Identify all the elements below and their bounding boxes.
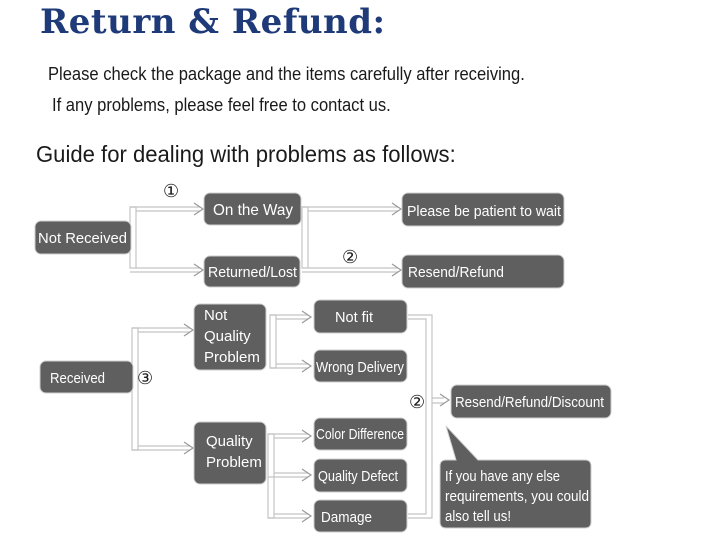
arrowhead-patient — [391, 202, 403, 216]
label-not-fit: Not fit — [335, 309, 374, 326]
box-on-the-way — [203, 192, 302, 226]
label-quality-2: Problem — [206, 454, 262, 471]
arrowhead-quality — [183, 441, 195, 455]
callout-line-1: If you have any else — [445, 468, 560, 485]
connectors — [129, 206, 444, 519]
label-quality-1: Quality — [206, 433, 253, 450]
label-not-received: Not Received — [38, 230, 127, 247]
arrowhead-on-the-way — [193, 202, 205, 216]
arrowhead-damage — [301, 509, 313, 523]
label-resend-refund: Resend/Refund — [408, 264, 504, 281]
connector-to-color-difference — [268, 433, 308, 439]
label-on-the-way: On the Way — [213, 202, 293, 219]
box-resend-refund-discount — [450, 384, 612, 419]
connector-to-damage — [268, 513, 308, 519]
connector-not-received-to-on-the-way — [130, 206, 200, 212]
connector-trunk-top — [301, 206, 309, 269]
label-not-quality-1: Not — [204, 307, 228, 324]
arrowhead-resend-refund — [391, 263, 403, 277]
box-quality-defect — [313, 458, 408, 493]
connector-to-not-fit — [270, 314, 308, 320]
connector-on-the-way-to-patient — [302, 206, 398, 212]
box-quality-problem — [193, 421, 267, 485]
label-returned-lost: Returned/Lost — [208, 264, 298, 281]
arrowhead-wrong-delivery — [301, 359, 313, 373]
marker-step-1: ① — [163, 181, 179, 201]
callout-line-2: requirements, you could — [445, 488, 589, 505]
connector-right-trunk — [408, 314, 433, 519]
connector-received-to-quality — [132, 445, 190, 451]
arrowhead-not-fit — [301, 310, 313, 324]
box-color-difference — [313, 417, 408, 451]
box-wrong-delivery — [313, 349, 408, 383]
label-quality-defect: Quality Defect — [318, 468, 399, 485]
label-wrong-delivery: Wrong Delivery — [316, 359, 404, 376]
label-received: Received — [50, 370, 105, 387]
label-resend-refund-discount: Resend/Refund/Discount — [455, 394, 605, 411]
intro-line-1: Please check the package and the items c… — [48, 64, 525, 84]
connector-not-received-to-returned — [130, 267, 200, 273]
box-returned-lost — [203, 255, 301, 288]
box-not-quality-problem — [193, 303, 267, 371]
box-please-be-patient — [401, 192, 565, 227]
arrowhead-returned-lost — [193, 263, 205, 277]
connector-nq-trunk — [269, 314, 277, 369]
label-not-quality-2: Quality — [204, 328, 251, 345]
label-damage: Damage — [321, 509, 372, 526]
box-resend-refund — [401, 254, 565, 289]
intro-line-2: If any problems, please feel free to con… — [52, 95, 391, 115]
box-not-fit — [313, 299, 408, 334]
connector-q-trunk — [267, 433, 275, 519]
label-color-difference: Color Difference — [316, 426, 404, 443]
callout-bubble — [439, 425, 592, 529]
box-not-received — [34, 220, 132, 255]
arrowhead-quality-defect — [301, 468, 313, 482]
page-title: Return & Refund: — [40, 2, 386, 42]
marker-step-2-bottom: ② — [409, 392, 425, 412]
label-please-be-patient: Please be patient to wait — [407, 203, 562, 220]
connector-to-quality-defect — [268, 472, 308, 478]
connector-received-to-not-quality — [132, 327, 190, 333]
guide-heading: Guide for dealing with problems as follo… — [36, 141, 456, 167]
marker-step-3: ③ — [137, 368, 153, 388]
box-damage — [313, 499, 408, 533]
marker-step-2-top: ② — [342, 247, 358, 267]
arrowheads — [183, 202, 451, 523]
connector-to-wrong-delivery — [270, 363, 308, 369]
arrowhead-color-difference — [301, 429, 313, 443]
arrowhead-not-quality — [183, 323, 195, 337]
callout-line-3: also tell us! — [445, 508, 511, 525]
connector-returned-to-resend — [302, 267, 398, 273]
box-received — [39, 360, 134, 394]
connector-to-resend-refund-discount — [432, 397, 444, 404]
label-not-quality-3: Problem — [204, 349, 260, 366]
arrowhead-resend-refund-discount — [439, 393, 451, 407]
